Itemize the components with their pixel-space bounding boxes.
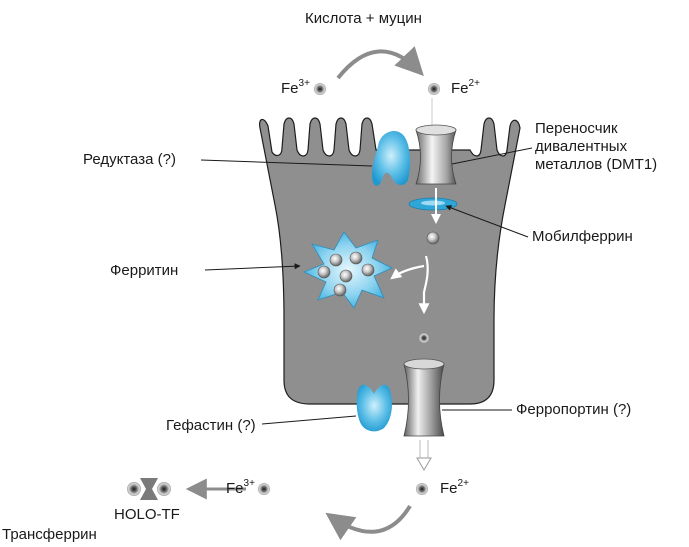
dmt1-transporter [416, 125, 456, 184]
fe3-top-ion [314, 83, 326, 95]
cytosol-ion [419, 333, 429, 343]
hephaestin-label: Гефастин (?) [166, 417, 256, 435]
dmt1-label-line1: Переносчик [535, 120, 618, 138]
ferritin-label: Ферритин [110, 262, 178, 280]
ferroportin-transporter [404, 359, 444, 436]
fe3-bottom-ion [258, 483, 270, 495]
fe3-top-label: Fe3+ [281, 79, 310, 97]
mobilferrin-label: Мобилферрин [532, 228, 633, 246]
holo-tf-label: HOLO-TF [114, 506, 180, 524]
fe2-bottom-ion [416, 483, 428, 495]
transferrin-label: Трансферрин [2, 526, 97, 544]
fe2-top-label: Fe2+ [451, 79, 480, 97]
holo-tf-icon [127, 478, 171, 500]
fe2-bottom-label: Fe2+ [440, 479, 469, 497]
acid-mucin-arrow [338, 51, 420, 78]
reductase-label: Редуктаза (?) [83, 151, 176, 169]
oxidation-arrow [330, 506, 410, 532]
ferroportin-label: Ферропортин (?) [516, 401, 631, 419]
fe2-top-ion [428, 83, 440, 95]
fe3-bottom-label: Fe3+ [226, 479, 255, 497]
dmt1-label-line2: дивалентных [535, 138, 627, 156]
acid-mucin-label: Кислота + муцин [305, 10, 422, 28]
mobilferrin-ion [427, 232, 439, 244]
dmt1-label-line3: металлов (DMT1) [535, 156, 657, 174]
